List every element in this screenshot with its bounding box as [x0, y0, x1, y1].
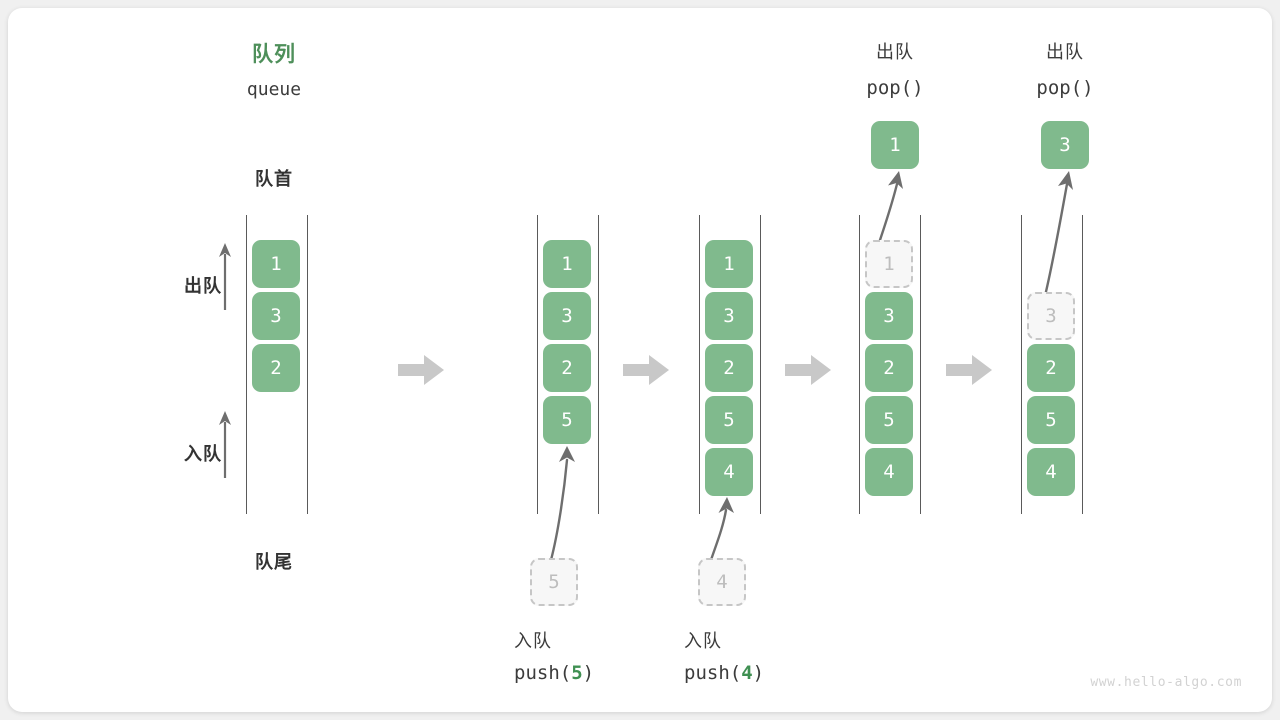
diagram-title-cn: 队列: [252, 42, 296, 66]
diagram-title-en: queue: [246, 79, 302, 100]
queue-cell: 4: [1027, 448, 1075, 496]
code-suffix: ): [752, 662, 765, 684]
queue-cell: 3: [252, 292, 300, 340]
enqueue-caption-cn: 入队: [514, 631, 552, 652]
rail-left: [1021, 215, 1022, 514]
rail-right: [920, 215, 921, 514]
queue-cell: 3: [865, 292, 913, 340]
dequeue-flow-arrow: [1020, 168, 1090, 303]
enqueue-caption-code: push(5): [484, 661, 684, 686]
diagram-canvas: 队列 queue 队首 队尾 出队 入队 1 3 2 1: [8, 8, 1272, 712]
rail-left: [246, 215, 247, 514]
rail-right: [1082, 215, 1083, 514]
code-number: 4: [741, 662, 753, 684]
rail-left: [537, 215, 538, 514]
queue-cell: 2: [1027, 344, 1075, 392]
enqueue-caption-code: push(4): [654, 661, 854, 686]
dequeue-side-label: 出队: [184, 276, 222, 297]
dequeue-caption-cn: 出队: [1046, 42, 1084, 63]
queue-cell: 5: [865, 396, 913, 444]
queue-cell: 4: [865, 448, 913, 496]
step-arrow-right: [398, 353, 446, 387]
dequeue-caption-cn: 出队: [876, 42, 914, 63]
dequeued-slot-ghost: 3: [1027, 292, 1075, 340]
enqueue-side-label: 入队: [184, 444, 222, 465]
watermark: www.hello-algo.com: [1090, 675, 1242, 690]
queue-cell: 1: [252, 240, 300, 288]
code-prefix: push(: [514, 662, 572, 684]
queue-cell: 3: [543, 292, 591, 340]
step-arrow-right: [946, 353, 994, 387]
dequeued-slot-ghost: 1: [865, 240, 913, 288]
queue-cell: 2: [252, 344, 300, 392]
front-label: 队首: [255, 169, 293, 190]
rail-right: [760, 215, 761, 514]
queue-cell: 2: [705, 344, 753, 392]
queue-cell: 5: [705, 396, 753, 444]
dequeue-direction-arrow: [214, 240, 236, 312]
rail-right: [307, 215, 308, 514]
queue-cell: 3: [705, 292, 753, 340]
step-arrow-right: [785, 353, 833, 387]
code-suffix: ): [582, 662, 595, 684]
step-arrow-right: [623, 353, 671, 387]
enqueue-flow-arrow: [536, 438, 586, 563]
popped-element: 1: [871, 121, 919, 169]
queue-cell: 1: [543, 240, 591, 288]
queue-cell: 2: [543, 344, 591, 392]
rear-label: 队尾: [255, 552, 293, 573]
queue-cell-new: 4: [705, 448, 753, 496]
enqueue-direction-arrow: [214, 408, 236, 480]
queue-cell-new: 5: [543, 396, 591, 444]
incoming-element-ghost: 5: [530, 558, 578, 606]
queue-cell: 5: [1027, 396, 1075, 444]
dequeue-flow-arrow: [858, 168, 918, 248]
queue-cell: 1: [705, 240, 753, 288]
rail-right: [598, 215, 599, 514]
incoming-element-ghost: 4: [698, 558, 746, 606]
enqueue-flow-arrow: [700, 490, 746, 562]
rail-left: [859, 215, 860, 514]
enqueue-caption-cn: 入队: [684, 631, 722, 652]
queue-cell: 2: [865, 344, 913, 392]
rail-left: [699, 215, 700, 514]
code-prefix: push(: [684, 662, 742, 684]
code-number: 5: [571, 662, 583, 684]
dequeue-caption-code: pop(): [1036, 77, 1094, 99]
dequeue-caption-code: pop(): [866, 77, 924, 99]
popped-element: 3: [1041, 121, 1089, 169]
